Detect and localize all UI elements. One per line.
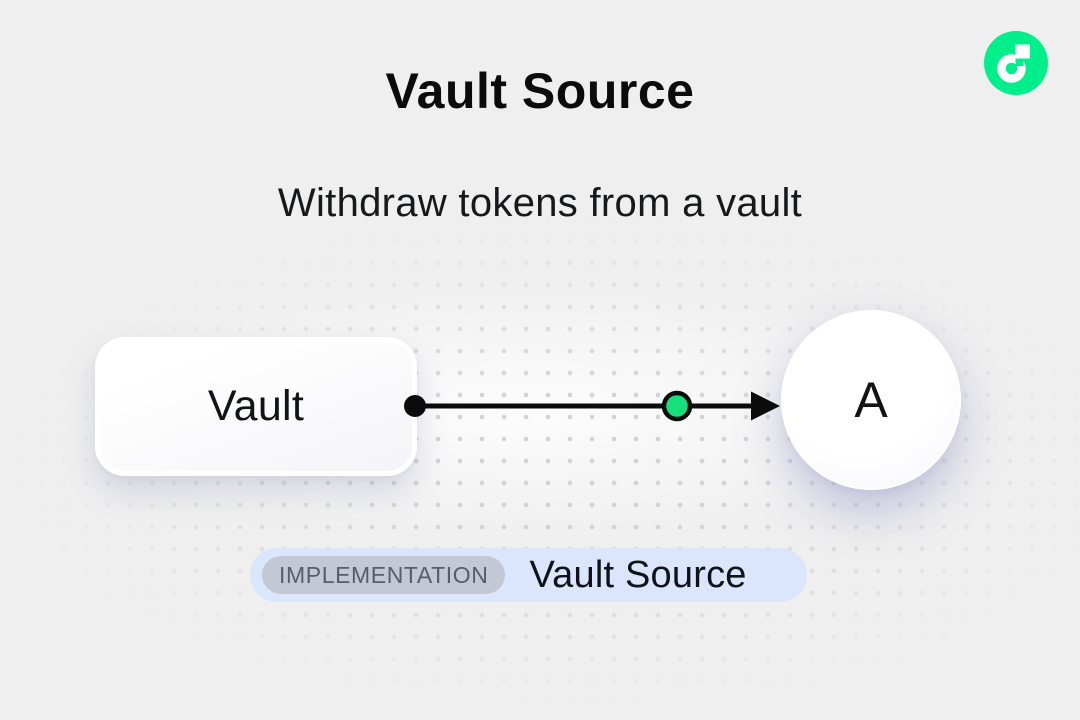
vault-node-label: Vault <box>207 382 305 430</box>
account-node-label: A <box>854 372 888 428</box>
flow-logo-icon <box>984 31 1048 95</box>
page-subtitle: Withdraw tokens from a vault <box>277 181 803 225</box>
implementation-label: Vault Source <box>529 553 747 596</box>
vault-node: Vault <box>95 337 417 476</box>
implementation-tag: IMPLEMENTATION <box>262 556 506 594</box>
implementation-badge: IMPLEMENTATION Vault Source <box>250 548 807 602</box>
account-node: A <box>781 310 961 490</box>
page-title: Vault Source <box>385 63 695 119</box>
